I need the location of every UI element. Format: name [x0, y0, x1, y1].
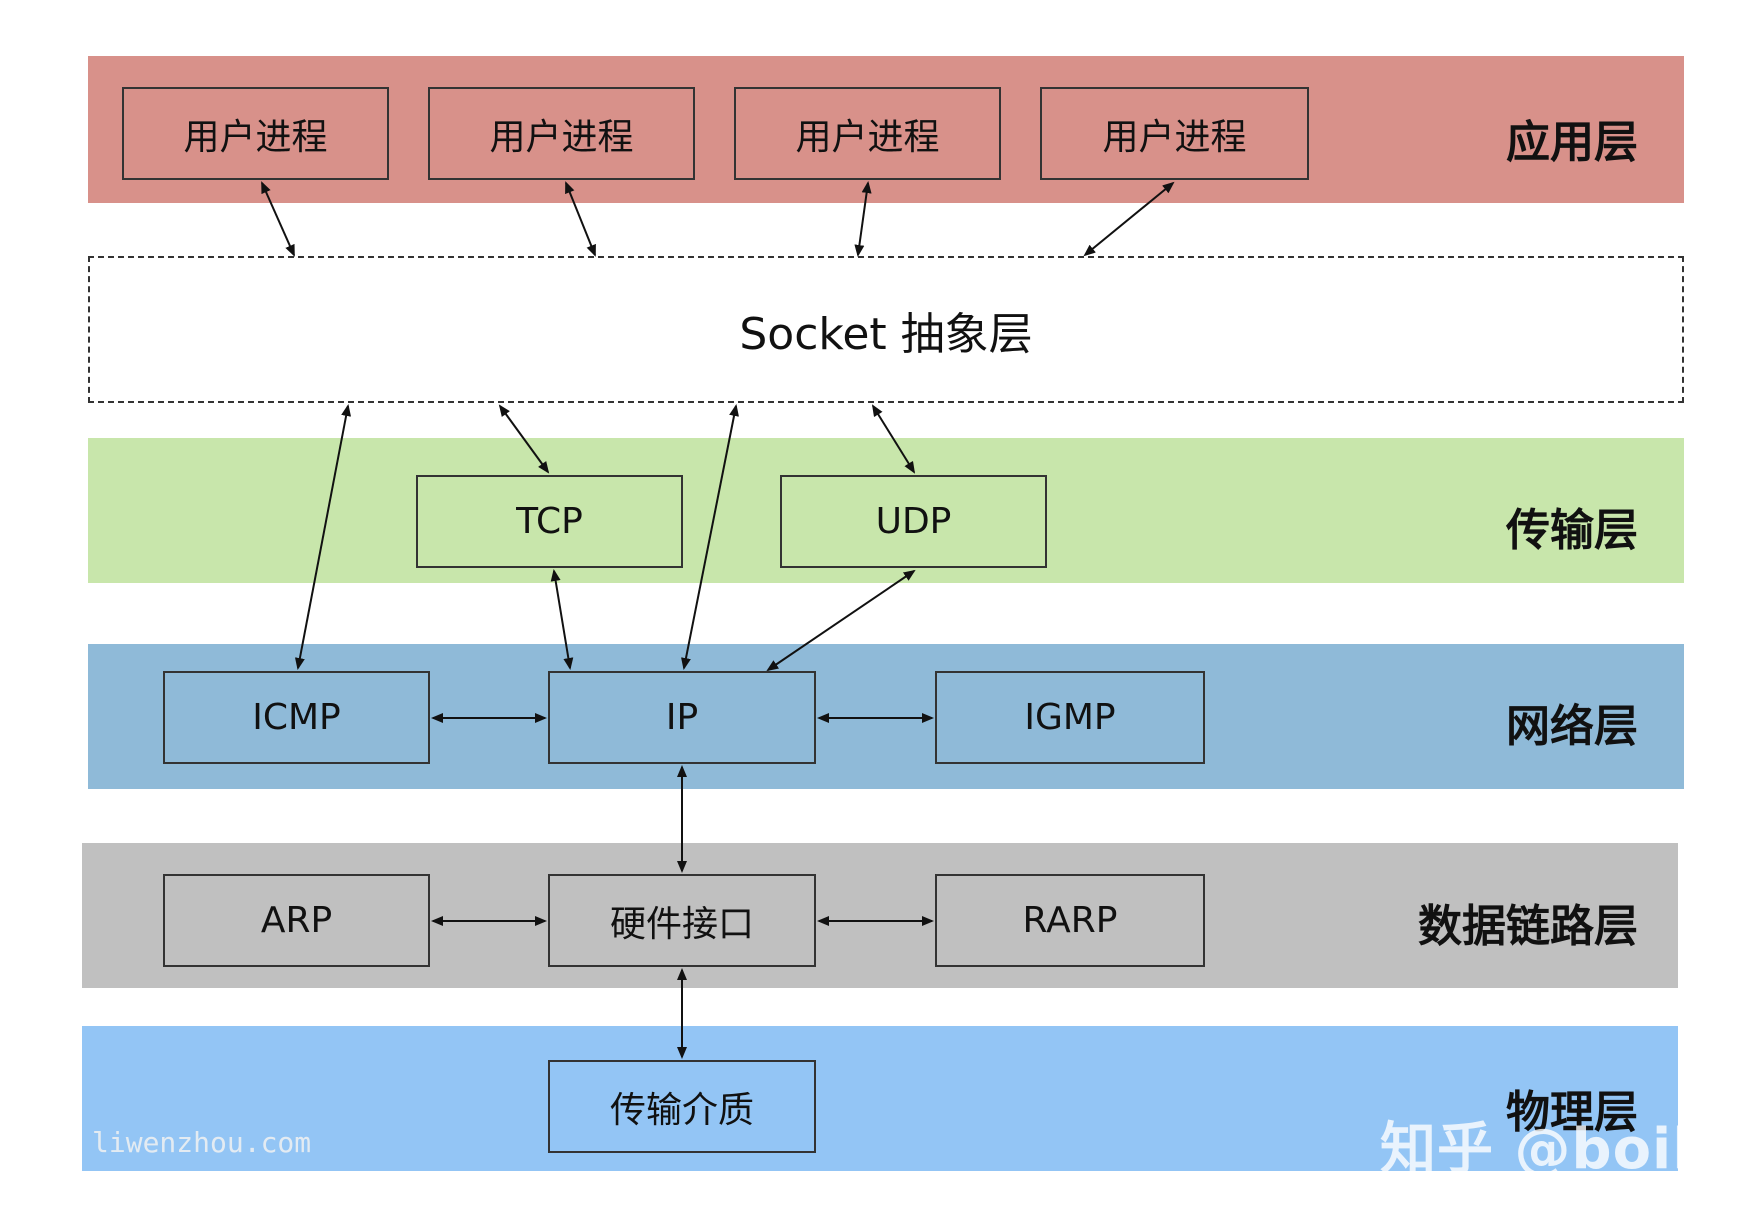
- icmp-box: ICMP: [163, 671, 430, 764]
- datalink-layer-title: 数据链路层: [1418, 901, 1638, 952]
- igmp-box: IGMP: [935, 671, 1205, 764]
- hardware-interface-box: 硬件接口: [548, 874, 816, 967]
- udp-box: UDP: [780, 475, 1047, 568]
- tcp-box: TCP: [416, 475, 683, 568]
- arrow-tcp-ip: [550, 569, 574, 670]
- arp-box: ARP: [163, 874, 430, 967]
- arrow-process2-socket: [565, 181, 596, 257]
- watermark-zhihu: 知乎 @boiling: [1380, 1117, 1760, 1182]
- user-process-box-1: 用户进程: [122, 87, 389, 180]
- socket-layer-label: Socket 抽象层: [739, 308, 1033, 360]
- transmission-medium-box: 传输介质: [548, 1060, 816, 1153]
- arrow-socket-icmp: [294, 404, 352, 670]
- arrow-socket-tcp: [498, 404, 550, 474]
- socket-layer-band: Socket 抽象层: [88, 256, 1684, 403]
- arrow-process3-socket: [854, 181, 872, 257]
- physical-layer-band: [82, 1026, 1678, 1171]
- user-process-box-2: 用户进程: [428, 87, 695, 180]
- physical-layer-title: 物理层: [1506, 1087, 1638, 1138]
- user-process-box-4: 用户进程: [1040, 87, 1309, 180]
- network-layer-title: 网络层: [1506, 701, 1638, 752]
- rarp-box: RARP: [935, 874, 1205, 967]
- transport-layer-title: 传输层: [1506, 505, 1638, 556]
- arrow-process1-socket: [261, 181, 295, 257]
- datalink-layer-band: [82, 843, 1678, 988]
- arrow-process4-socket: [1083, 181, 1175, 257]
- application-layer-title: 应用层: [1506, 117, 1638, 168]
- arrow-socket-udp: [871, 404, 916, 474]
- user-process-box-3: 用户进程: [734, 87, 1001, 180]
- ip-box: IP: [548, 671, 816, 764]
- arrow-socket-ip: [681, 404, 739, 670]
- watermark-liwenzhou: liwenzhou.com: [92, 1126, 312, 1159]
- arrow-udp-ip: [766, 569, 916, 672]
